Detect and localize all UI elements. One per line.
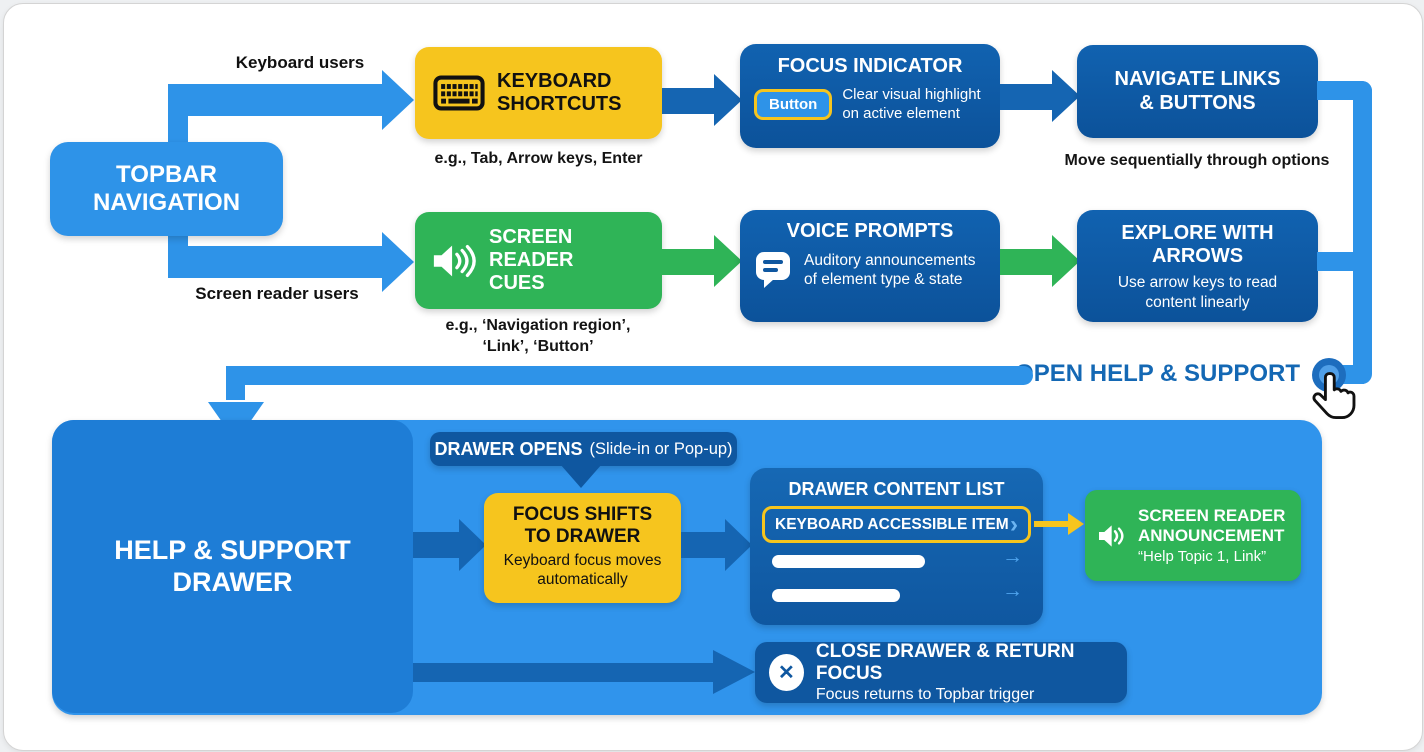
voice-prompts-box: VOICE PROMPTS Auditory announcements of … (740, 210, 1000, 322)
explore-arrows-title: EXPLORE WITH ARROWS (1121, 222, 1274, 268)
help-support-drawer-box: HELP & SUPPORT DRAWER (52, 420, 413, 713)
arrow-drawer-to-focus-shift (413, 532, 461, 558)
screen-reader-cues-title: SCREEN READER CUES (489, 225, 574, 295)
screen-reader-users-label: Screen reader users (195, 284, 359, 303)
branch-arrowhead-keyboard (382, 70, 414, 130)
close-x-icon: ✕ (769, 654, 804, 691)
help-support-drawer-title: HELP & SUPPORT DRAWER (114, 535, 351, 597)
arrowhead-cues-to-voice (714, 235, 742, 287)
arrow-focus-shift-to-list (681, 532, 725, 558)
topbar-navigation-box: TOPBAR NAVIGATION (50, 142, 283, 236)
screen-reader-announcement-title: SCREEN READER ANNOUNCEMENT (1138, 505, 1286, 545)
focus-shifts-title: FOCUS SHIFTS TO DRAWER (512, 504, 653, 548)
drawer-opens-subtitle: (Slide-in or Pop-up) (589, 439, 733, 458)
focus-shifts-box: FOCUS SHIFTS TO DRAWER Keyboard focus mo… (484, 493, 681, 603)
arrow-shortcuts-to-focus (662, 88, 716, 114)
drawer-opens-title: DRAWER OPENS (434, 438, 583, 459)
keyboard-accessible-item: KEYBOARD ACCESSIBLE ITEM › (762, 506, 1031, 543)
arrowhead-drawer-to-close (713, 650, 755, 694)
topbar-navigation-title: TOPBAR NAVIGATION (92, 161, 241, 216)
drawer-opens-pill: DRAWER OPENS (Slide-in or Pop-up) (430, 432, 737, 466)
focus-indicator-title: FOCUS INDICATOR (777, 55, 963, 77)
connector-explore-horizontal (1317, 252, 1355, 271)
list-placeholder-row-2 (772, 589, 900, 602)
explore-arrows-description: Use arrow keys to read content linearly (1117, 274, 1278, 311)
navigate-links-title: NAVIGATE LINKS & BUTTONS (1114, 68, 1281, 114)
yellow-connector-arrowhead (1068, 513, 1084, 535)
keyboard-shortcuts-caption: e.g., Tab, Arrow keys, Enter (434, 150, 643, 167)
hand-cursor-icon (1312, 370, 1358, 425)
keyboard-icon (433, 75, 485, 111)
arrowhead-focus-shift-to-list (725, 519, 752, 571)
close-drawer-box: ✕ CLOSE DRAWER & RETURN FOCUS Focus retu… (755, 640, 1127, 704)
close-drawer-description: Focus returns to Topbar trigger (815, 686, 1035, 704)
open-help-support-label: OPEN HELP & SUPPORT (1015, 360, 1300, 387)
arrow-voice-to-explore (1000, 249, 1054, 275)
voice-prompts-title: VOICE PROMPTS (786, 220, 954, 242)
speaker-icon (431, 241, 477, 281)
branch-bar-reader (168, 246, 382, 278)
focus-indicator-description: Clear visual highlight on active element (842, 86, 981, 122)
screen-reader-announcement-box: SCREEN READER ANNOUNCEMENT “Help Topic 1… (1085, 490, 1301, 581)
row-arrow-icon-2: → (1002, 579, 1023, 602)
voice-prompts-description: Auditory announcements of element type &… (804, 251, 976, 289)
keyboard-shortcuts-box: KEYBOARD SHORTCUTS (415, 47, 662, 139)
arrowhead-focus-to-navigate (1052, 70, 1080, 122)
arrowhead-drawer-to-focus-shift (459, 519, 486, 571)
row-arrow-icon-1: → (1002, 545, 1023, 568)
return-line-vertical (226, 366, 245, 406)
arrow-focus-to-navigate (1000, 84, 1054, 110)
arrowhead-voice-to-explore (1052, 235, 1080, 287)
focus-shifts-description: Keyboard focus moves automatically (503, 552, 662, 588)
return-line-horizontal (226, 366, 1033, 385)
connector-vertical (1353, 81, 1372, 384)
arrowhead-shortcuts-to-focus (714, 74, 742, 126)
speech-bubble-icon (754, 249, 794, 291)
screen-reader-cues-caption: e.g., ‘Navigation region’, ‘Link’, ‘Butt… (388, 316, 688, 358)
yellow-connector-bar (1034, 521, 1070, 527)
drawer-opens-pointer (560, 464, 602, 488)
navigate-links-box: NAVIGATE LINKS & BUTTONS (1077, 45, 1318, 138)
keyboard-shortcuts-title: KEYBOARD SHORTCUTS (497, 69, 622, 115)
keyboard-users-label: Keyboard users (235, 53, 365, 72)
arrow-drawer-to-close (413, 663, 715, 682)
navigate-links-caption: Move sequentially through options (1064, 152, 1330, 169)
screen-reader-cues-box: SCREEN READER CUES (415, 212, 662, 309)
focus-indicator-box: FOCUS INDICATOR Button Clear visual high… (740, 44, 1000, 148)
explore-arrows-box: EXPLORE WITH ARROWS Use arrow keys to re… (1077, 210, 1318, 322)
list-placeholder-row-1 (772, 555, 925, 568)
keyboard-accessible-item-label: KEYBOARD ACCESSIBLE ITEM (775, 515, 1009, 533)
branch-bar-keyboard (168, 84, 382, 116)
branch-arrowhead-reader (382, 232, 414, 292)
drawer-content-list-title: DRAWER CONTENT LIST (788, 479, 1005, 499)
arrow-cues-to-voice (662, 249, 716, 275)
cues-caption-line2: ‘Link’, ‘Button’ (482, 337, 594, 355)
speaker-small-icon (1097, 522, 1129, 550)
focus-button-chip: Button (754, 89, 833, 121)
close-drawer-title: CLOSE DRAWER & RETURN FOCUS (815, 640, 1075, 684)
screen-reader-announcement-quote: “Help Topic 1, Link” (1138, 548, 1267, 566)
cues-caption-line1: e.g., ‘Navigation region’, (445, 317, 631, 334)
